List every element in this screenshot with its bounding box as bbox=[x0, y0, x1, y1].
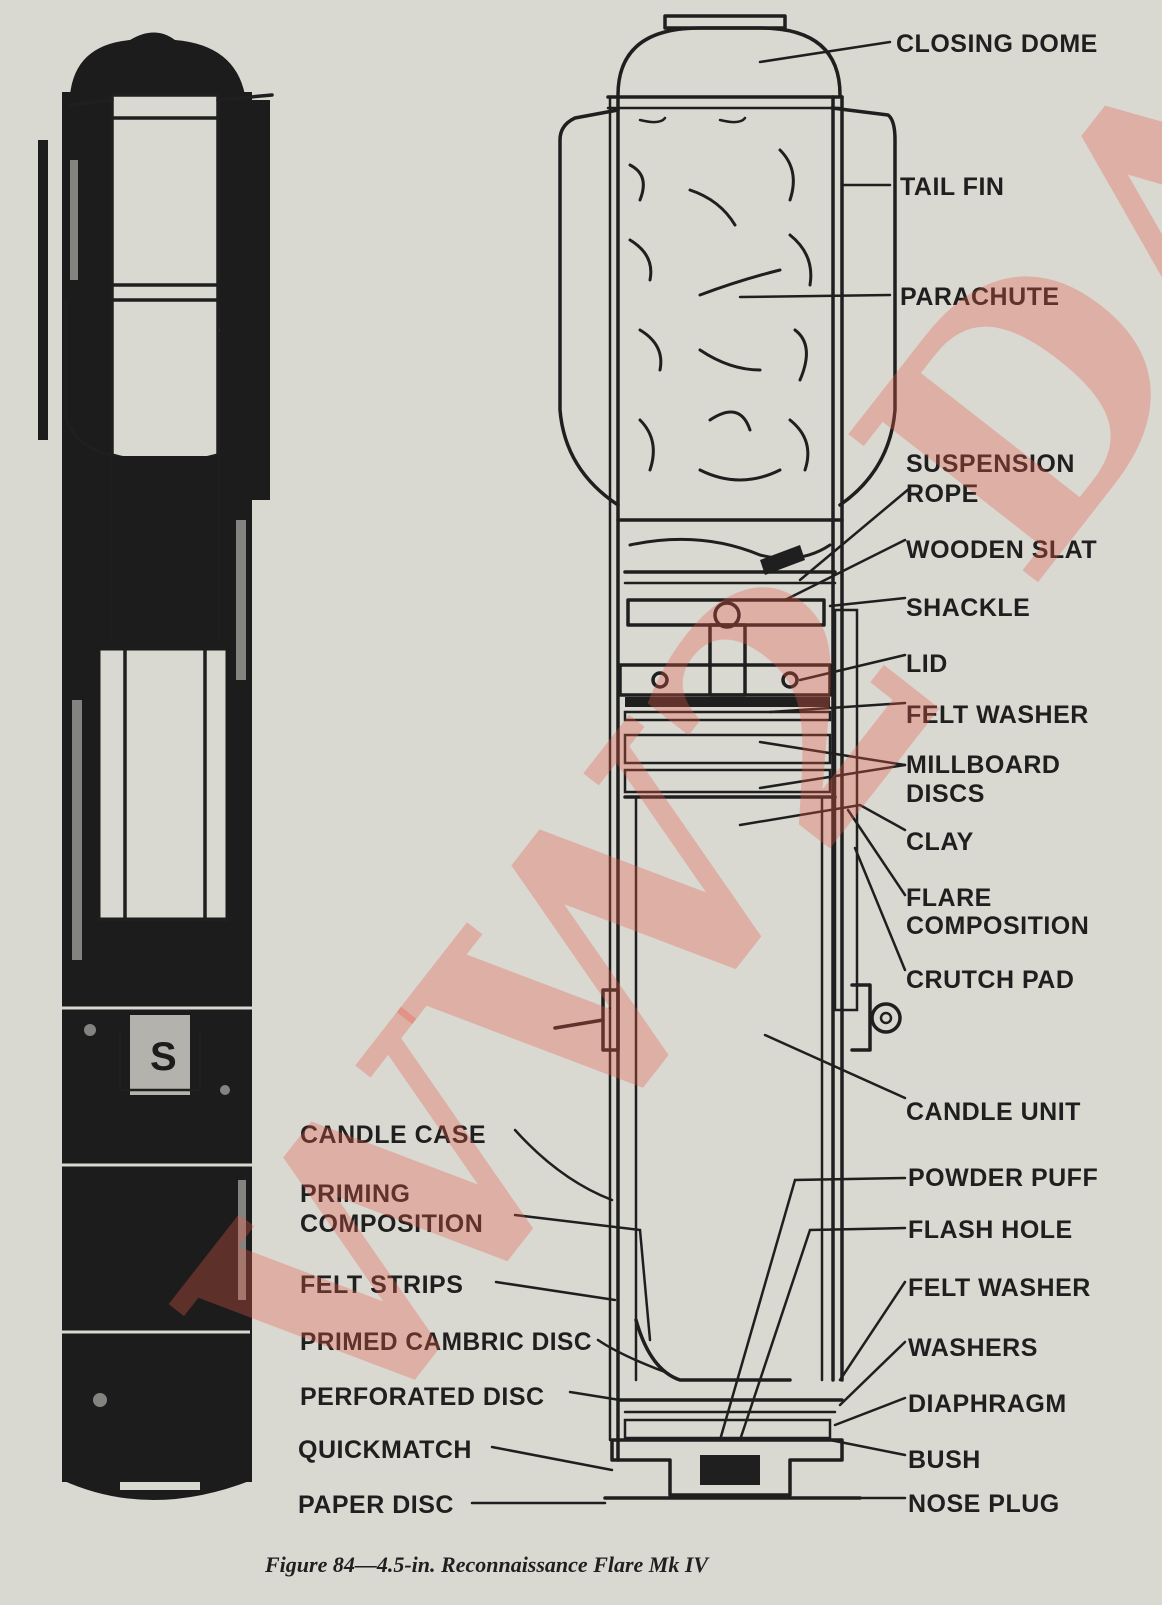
label-priming-composition-1: PRIMING bbox=[300, 1180, 410, 1208]
label-closing-dome: CLOSING DOME bbox=[896, 30, 1098, 58]
parachute-folds bbox=[628, 116, 813, 482]
label-shackle: SHACKLE bbox=[906, 594, 1030, 622]
label-parachute: PARACHUTE bbox=[900, 283, 1060, 311]
label-felt-strips: FELT STRIPS bbox=[300, 1271, 463, 1299]
label-primed-cambric-disc: PRIMED CAMBRIC DISC bbox=[300, 1328, 592, 1356]
label-suspension-rope-1: SUSPENSION bbox=[906, 450, 1075, 478]
flare-exterior-drawing: S bbox=[30, 32, 274, 1500]
label-crutch-pad: CRUTCH PAD bbox=[906, 966, 1074, 994]
label-perforated-disc: PERFORATED DISC bbox=[300, 1383, 545, 1411]
label-powder-puff: POWDER PUFF bbox=[908, 1164, 1098, 1192]
label-tail-fin: TAIL FIN bbox=[900, 173, 1004, 201]
label-candle-unit: CANDLE UNIT bbox=[906, 1098, 1081, 1126]
label-clay: CLAY bbox=[906, 828, 974, 856]
leader-lines bbox=[470, 40, 912, 1505]
label-millboard-discs-2: DISCS bbox=[906, 780, 985, 808]
label-flash-hole: FLASH HOLE bbox=[908, 1216, 1073, 1244]
label-quickmatch: QUICKMATCH bbox=[298, 1436, 472, 1464]
figure-caption: Figure 84—4.5-in. Reconnaissance Flare M… bbox=[264, 1552, 710, 1577]
label-diaphragm: DIAPHRAGM bbox=[908, 1390, 1067, 1418]
label-nose-plug: NOSE PLUG bbox=[908, 1490, 1060, 1518]
labels-right: CLOSING DOME TAIL FIN PARACHUTE SUSPENSI… bbox=[896, 30, 1098, 1518]
flare-cross-section-drawing bbox=[553, 14, 902, 1500]
label-felt-washer-upper: FELT WASHER bbox=[906, 701, 1089, 729]
label-washers: WASHERS bbox=[908, 1334, 1038, 1362]
labels-left: CANDLE CASE PRIMING COMPOSITION FELT STR… bbox=[298, 1121, 592, 1519]
svg-text:S: S bbox=[150, 1035, 177, 1079]
label-flare-composition-2: COMPOSITION bbox=[906, 912, 1089, 940]
label-felt-washer-lower: FELT WASHER bbox=[908, 1274, 1091, 1302]
label-candle-case: CANDLE CASE bbox=[300, 1121, 486, 1149]
label-millboard-discs-1: MILLBOARD bbox=[906, 751, 1060, 779]
label-priming-composition-2: COMPOSITION bbox=[300, 1210, 483, 1238]
label-suspension-rope-2: ROPE bbox=[906, 480, 979, 508]
lug-icon bbox=[850, 983, 902, 1052]
label-bush: BUSH bbox=[908, 1446, 981, 1474]
label-wooden-slat: WOODEN SLAT bbox=[906, 536, 1097, 564]
label-lid: LID bbox=[906, 650, 948, 678]
label-paper-disc: PAPER DISC bbox=[298, 1491, 454, 1519]
label-flare-composition-1: FLARE bbox=[906, 884, 992, 912]
